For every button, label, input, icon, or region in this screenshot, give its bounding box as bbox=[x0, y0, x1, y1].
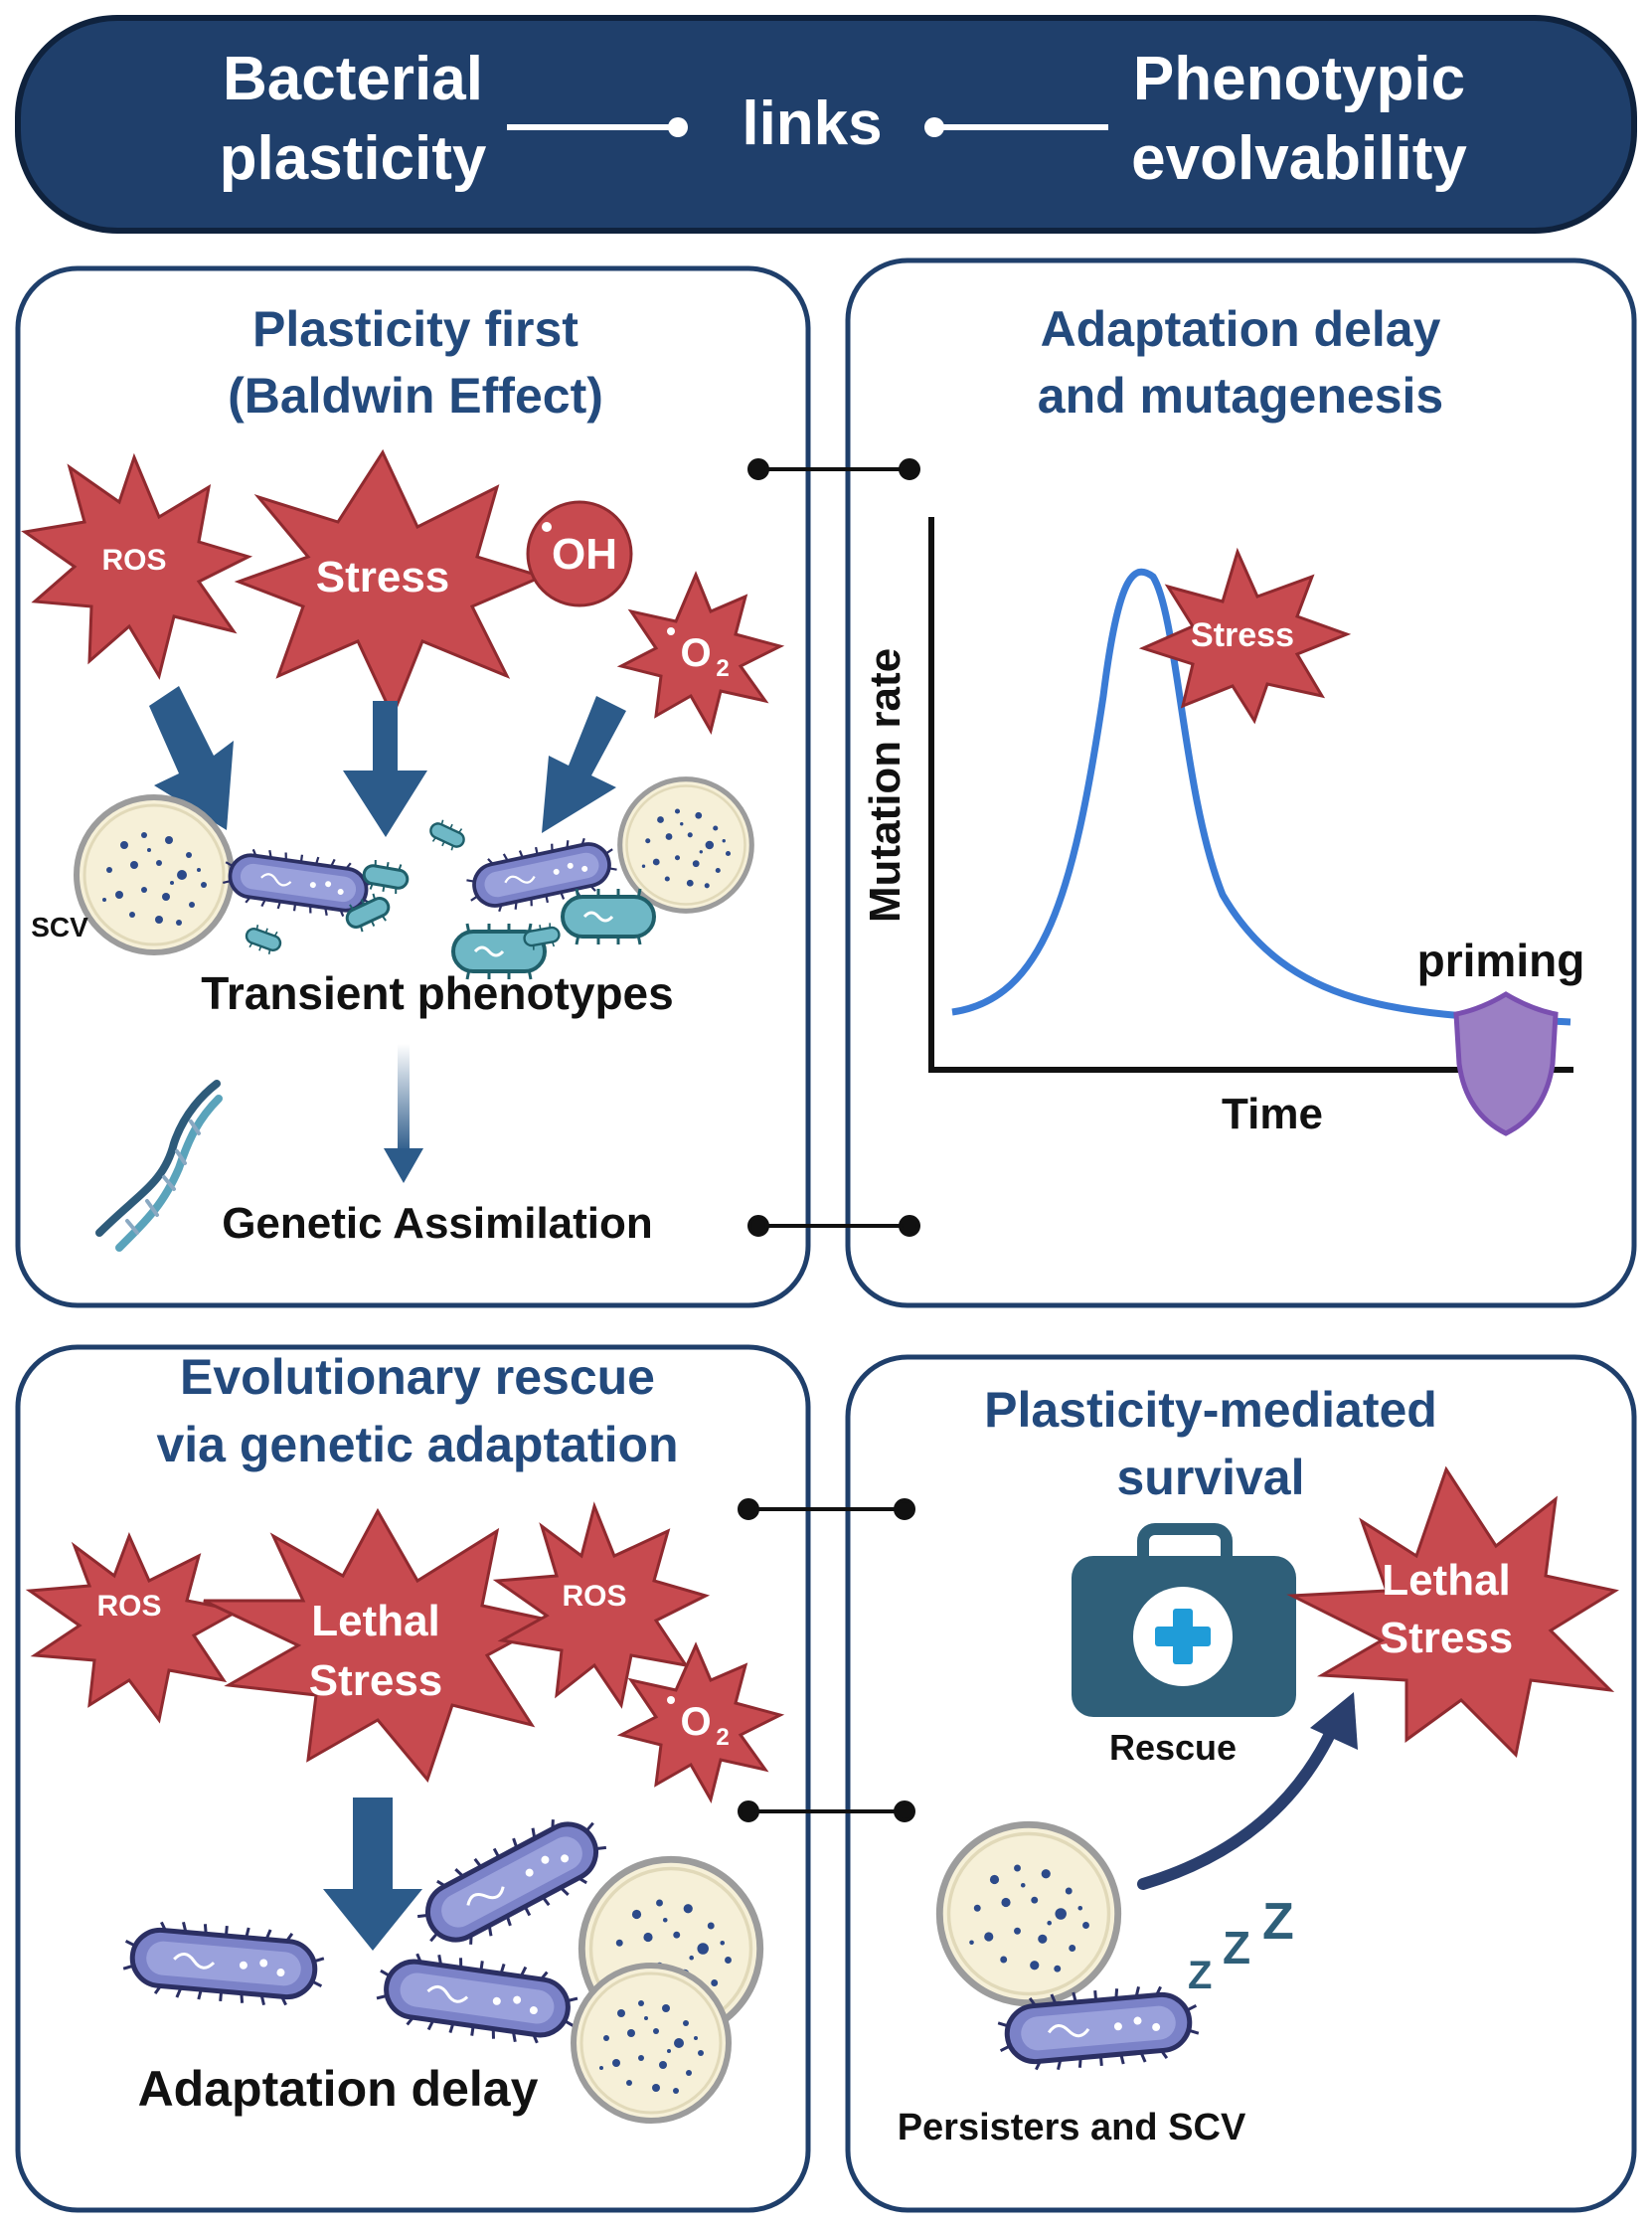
br-title-line1: Plasticity-mediated bbox=[984, 1382, 1437, 1438]
priming-label: priming bbox=[1417, 935, 1585, 986]
dna-helix-icon bbox=[95, 1080, 223, 1252]
tr-stress-burst bbox=[1138, 547, 1352, 725]
header-left-line1: Bacterial bbox=[223, 45, 483, 113]
header-left-line2: plasticity bbox=[220, 124, 487, 193]
genetic-assimilation-label: Genetic Assimilation bbox=[222, 1199, 653, 1248]
tr-title-line1: Adaptation delay bbox=[1041, 301, 1441, 357]
br-petri-dish bbox=[939, 1824, 1117, 2002]
header-right-line2: evolvability bbox=[1131, 124, 1467, 193]
ros-label: ROS bbox=[101, 544, 166, 577]
lethal-line2: Stress bbox=[309, 1656, 443, 1705]
first-aid-kit-icon bbox=[1072, 1523, 1296, 1717]
bl-ros-burst-1 bbox=[25, 1532, 244, 1724]
bl-superoxide-label: O bbox=[680, 1700, 711, 1744]
stress-arrows bbox=[149, 686, 626, 837]
tl-title-line1: Plasticity first bbox=[252, 301, 578, 357]
br-lethal-line1: Lethal bbox=[1382, 1556, 1511, 1605]
panel-connectors bbox=[738, 458, 920, 1822]
ros-burst bbox=[21, 452, 253, 680]
bl-superoxide-burst: O 2 bbox=[616, 1641, 785, 1803]
br-lethal-line2: Stress bbox=[1380, 1614, 1514, 1662]
bl-down-arrow bbox=[323, 1798, 422, 1951]
bl-petri-dish-2 bbox=[574, 1966, 729, 2121]
bl-ros-burst-2 bbox=[492, 1501, 711, 1709]
panel-top-right bbox=[845, 257, 1637, 1308]
petri-dish-left bbox=[77, 797, 232, 952]
persisters-label: Persisters and SCV bbox=[898, 2107, 1246, 2148]
lethal-line1: Lethal bbox=[311, 1597, 440, 1645]
header-right-dot bbox=[924, 117, 944, 137]
scv-label: SCV bbox=[31, 912, 88, 943]
mutation-rate-plot: Mutation rate Time Stress priming bbox=[861, 517, 1584, 1138]
header-left-dot bbox=[668, 117, 688, 137]
transient-phenotypes-label: Transient phenotypes bbox=[201, 967, 673, 1019]
mutation-curve bbox=[951, 568, 1571, 1026]
br-title-line2: survival bbox=[1116, 1450, 1304, 1505]
stress-label: Stress bbox=[316, 553, 450, 601]
bl-ros-label-1: ROS bbox=[96, 1590, 161, 1623]
rescue-label: Rescue bbox=[1109, 1727, 1237, 1768]
header-right-line1: Phenotypic bbox=[1133, 45, 1465, 113]
tr-title-line2: and mutagenesis bbox=[1038, 368, 1443, 424]
bl-superoxide-subscript: 2 bbox=[716, 1724, 729, 1751]
x-axis-label: Time bbox=[1222, 1090, 1323, 1138]
bl-title-line1: Evolutionary rescue bbox=[180, 1349, 655, 1405]
assimilation-arrow bbox=[384, 1044, 423, 1183]
header-center: links bbox=[742, 89, 882, 158]
shield-icon bbox=[1453, 991, 1559, 1136]
hydroxyl-label: OH bbox=[552, 530, 617, 579]
hydroxyl-radical: OH bbox=[526, 500, 633, 607]
lethal-stress-burst bbox=[203, 1507, 557, 1784]
rescue-arrow bbox=[1137, 1692, 1358, 1890]
header-banner: Bacterial plasticity links Phenotypic ev… bbox=[15, 15, 1637, 234]
bl-title-line2: via genetic adaptation bbox=[156, 1417, 678, 1472]
tl-title-line2: (Baldwin Effect) bbox=[228, 368, 603, 424]
tr-stress-label: Stress bbox=[1191, 616, 1294, 654]
zzz-1: Z bbox=[1188, 1954, 1212, 1997]
superoxide-label: O bbox=[680, 631, 711, 675]
y-axis-label: Mutation rate bbox=[861, 648, 909, 923]
superoxide-subscript: 2 bbox=[716, 655, 729, 682]
bl-ros-label-2: ROS bbox=[562, 1580, 626, 1613]
zzz-2: Z bbox=[1223, 1922, 1250, 1973]
superoxide-burst: O 2 bbox=[616, 571, 785, 735]
br-lethal-stress-burst bbox=[1286, 1465, 1619, 1759]
bacterium-cyan-1 bbox=[561, 887, 656, 946]
adaptation-delay-label: Adaptation delay bbox=[138, 2061, 539, 2117]
zzz-3: Z bbox=[1262, 1893, 1294, 1951]
